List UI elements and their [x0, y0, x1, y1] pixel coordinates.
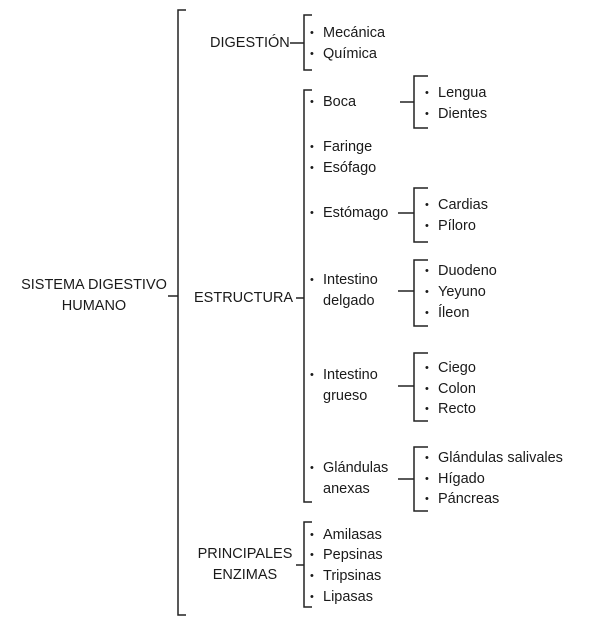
glandulas-anexas-line2: anexas: [323, 481, 370, 497]
enzimas-label-line1: PRINCIPALES: [197, 546, 293, 562]
glandulas-child-salivales: Glándulas salivales: [425, 448, 563, 469]
intestino-grueso-line1: Intestino: [323, 367, 378, 383]
digestion-item-quimica: Química: [310, 44, 377, 65]
grueso-child-colon: Colon: [425, 379, 476, 400]
delgado-bracket: [413, 259, 428, 327]
root-label-line2: HUMANO: [61, 298, 127, 314]
delgado-child-duodeno: Duodeno: [425, 261, 497, 282]
intestino-grueso-line2: grueso: [323, 388, 368, 404]
enzima-item-amilasas: Amilasas: [310, 525, 382, 546]
root-label: SISTEMA DIGESTIVO HUMANO: [14, 275, 174, 317]
boca-bracket: [413, 75, 428, 129]
grueso-child-recto: Recto: [425, 399, 476, 420]
estructura-item-faringe: Faringe: [310, 137, 372, 158]
root-label-line1: SISTEMA DIGESTIVO: [21, 277, 167, 293]
estructura-item-glandulas-anexas: Glándulas anexas: [310, 458, 389, 500]
estomago-bracket: [413, 187, 428, 243]
glandulas-anexas-line1: Glándulas: [323, 460, 389, 476]
intestino-delgado-line2: delgado: [323, 293, 375, 309]
estructura-label: ESTRUCTURA: [194, 290, 294, 306]
enzima-item-lipasas: Lipasas: [310, 587, 373, 608]
grueso-child-ciego: Ciego: [425, 358, 476, 379]
enzima-item-pepsinas: Pepsinas: [310, 545, 383, 566]
estructura-item-esofago: Esófago: [310, 158, 376, 179]
digestion-item-mecanica: Mecánica: [310, 23, 385, 44]
root-bracket: [177, 9, 186, 616]
intestino-delgado-line1: Intestino: [323, 272, 378, 288]
enzimas-bracket: [303, 521, 312, 608]
enzimas-label-line2: ENZIMAS: [212, 567, 278, 583]
estomago-child-piloro: Píloro: [425, 216, 476, 237]
estructura-item-intestino-delgado: Intestino delgado: [310, 270, 378, 312]
estructura-item-boca: Boca: [310, 92, 356, 113]
estructura-item-intestino-grueso: Intestino grueso: [310, 365, 378, 407]
glandulas-bracket: [413, 446, 428, 512]
boca-child-dientes: Dientes: [425, 104, 487, 125]
delgado-child-yeyuno: Yeyuno: [425, 282, 486, 303]
enzimas-label: PRINCIPALES ENZIMAS: [190, 544, 300, 586]
glandulas-child-pancreas: Páncreas: [425, 489, 499, 510]
estructura-bracket: [303, 89, 312, 503]
boca-child-lengua: Lengua: [425, 83, 486, 104]
digestion-label: DIGESTIÓN: [210, 35, 290, 51]
estomago-child-cardias: Cardias: [425, 195, 488, 216]
grueso-bracket: [413, 352, 428, 422]
glandulas-child-higado: Hígado: [425, 469, 485, 490]
estructura-item-estomago: Estómago: [310, 203, 388, 224]
enzima-item-tripsinas: Tripsinas: [310, 566, 381, 587]
delgado-child-ileon: Íleon: [425, 303, 470, 324]
digestion-bracket: [303, 14, 312, 71]
